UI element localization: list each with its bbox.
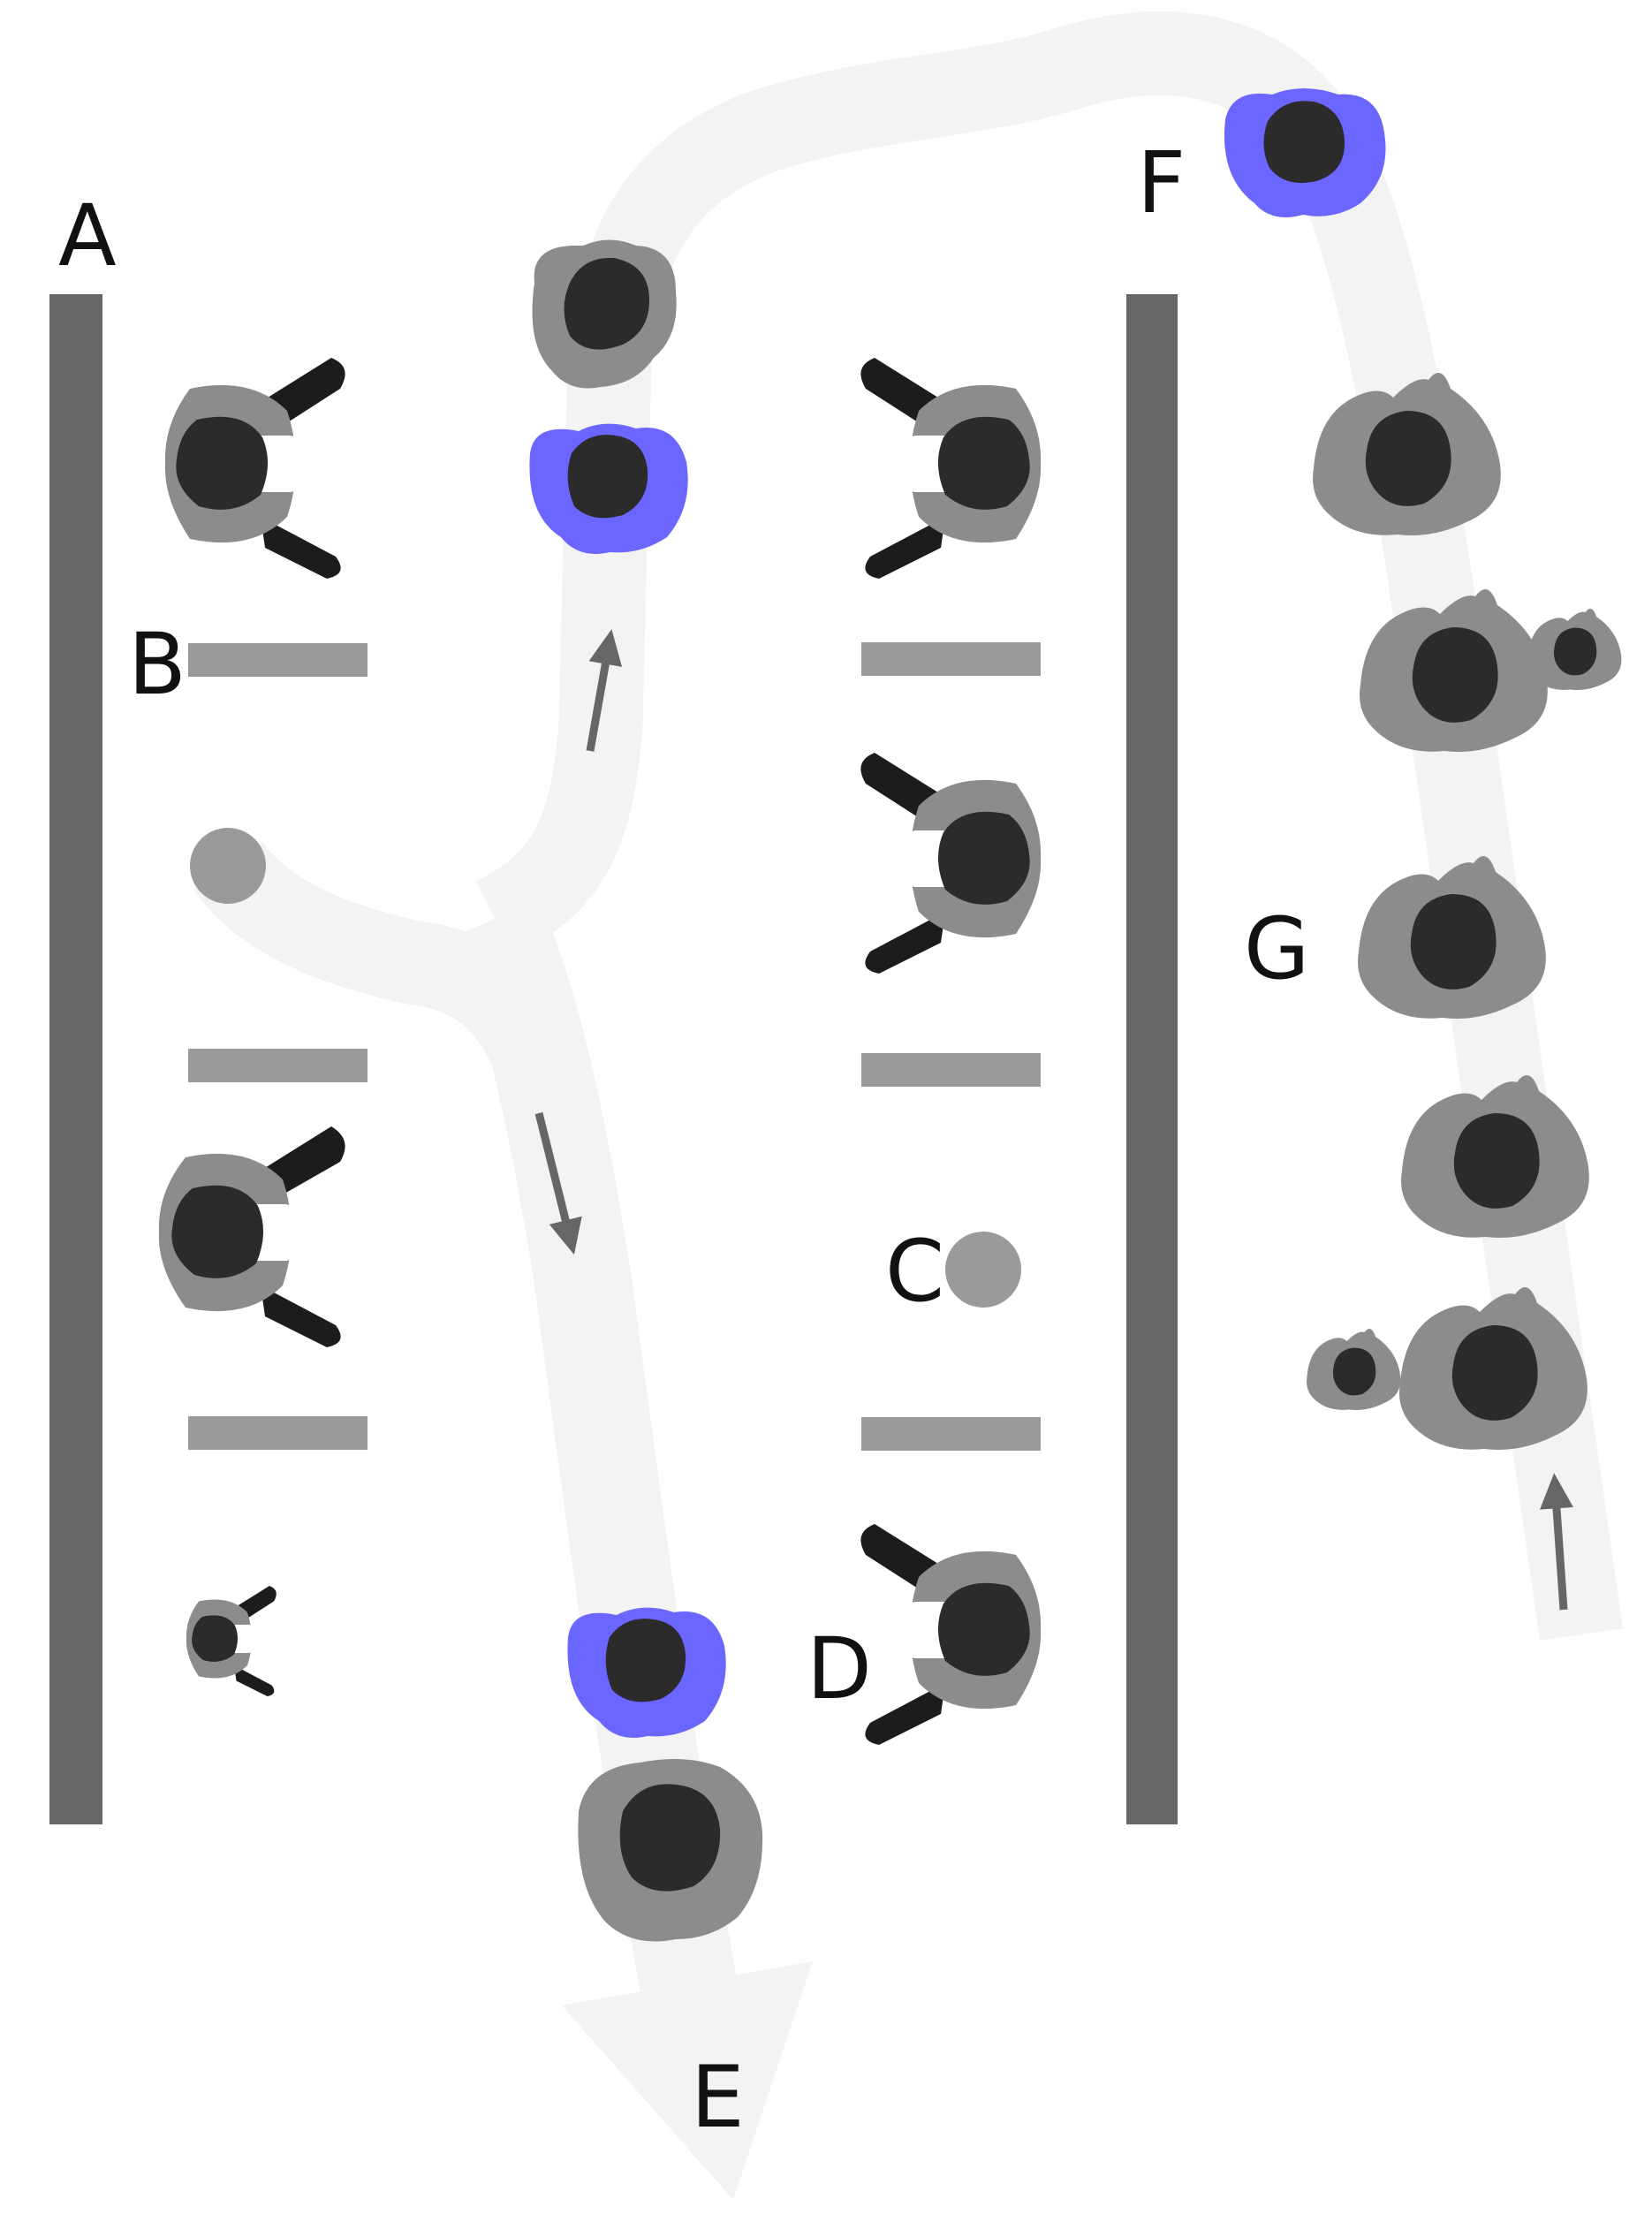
seated-person-top-view-icon	[860, 358, 1042, 579]
divider-right-2	[861, 1053, 1041, 1087]
seated-person-top-view-icon	[158, 1126, 345, 1347]
seated-person-top-view-icon	[164, 358, 345, 579]
seated-person-top-view-icon	[860, 753, 1042, 974]
label-d: D	[807, 1619, 872, 1718]
person-top-view-icon	[1399, 1287, 1588, 1450]
seated-person-top-view-icon	[186, 1586, 277, 1696]
divider-left-1	[188, 643, 368, 677]
arrow-icon	[586, 629, 623, 752]
person-top-view-icon	[1358, 856, 1546, 1019]
arrow-icon	[1540, 1473, 1573, 1611]
direction-arrows	[534, 629, 1573, 1611]
person-top-view-icon	[1360, 589, 1548, 752]
walking-persons	[529, 88, 1622, 1942]
person-top-view-icon	[1224, 88, 1386, 218]
labels: A B C D E F G	[58, 133, 1309, 2147]
marker-dot-c	[945, 1232, 1021, 1308]
walking-paths	[193, 11, 1624, 2200]
divider-right-3	[861, 1417, 1041, 1451]
label-e: E	[691, 2048, 745, 2147]
dividers	[188, 642, 1041, 1451]
path-top-loop	[567, 11, 1624, 1641]
path-down-to-junction	[475, 360, 652, 957]
seated-persons-right	[860, 358, 1042, 1745]
person-top-view-icon	[1307, 1329, 1401, 1410]
exit-arrowhead	[562, 1961, 813, 2200]
right-wall	[1126, 294, 1178, 1824]
divider-left-2	[188, 1049, 368, 1082]
person-top-view-icon	[532, 239, 677, 389]
divider-right-1	[861, 642, 1041, 676]
label-c: C	[885, 1222, 944, 1321]
label-b: B	[128, 615, 186, 714]
person-top-view-icon	[567, 1607, 726, 1738]
seated-persons-left	[158, 358, 345, 1696]
divider-left-3	[188, 1416, 368, 1450]
label-g: G	[1244, 899, 1309, 998]
left-wall	[49, 294, 102, 1824]
label-a: A	[58, 186, 117, 285]
person-top-view-icon	[1401, 1075, 1589, 1238]
person-top-view-icon	[578, 1759, 763, 1942]
person-top-view-icon	[1313, 373, 1501, 535]
label-f: F	[1137, 133, 1186, 232]
person-top-view-icon	[1527, 609, 1622, 690]
person-top-view-icon	[529, 423, 688, 554]
seated-person-top-view-icon	[860, 1524, 1042, 1745]
marker-dot-left	[190, 828, 266, 904]
arrow-icon	[534, 1111, 582, 1255]
